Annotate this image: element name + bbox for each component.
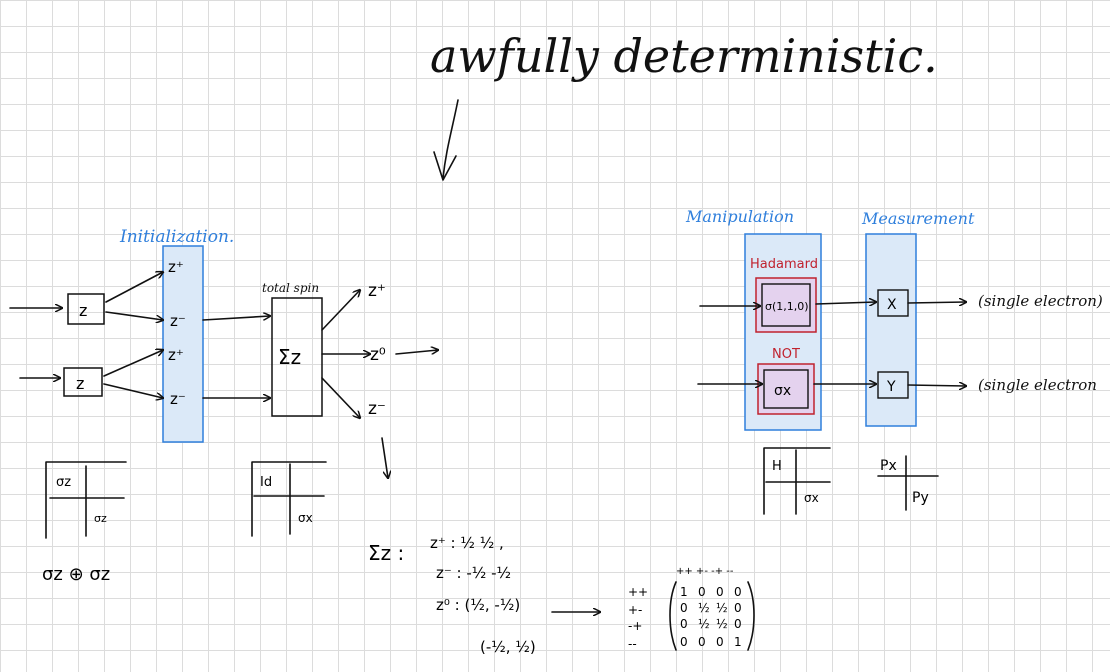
- title-down-arrow: [442, 99, 459, 179]
- output-z-minus: z⁻: [368, 399, 386, 419]
- m4-r1c2: 0: [698, 585, 706, 599]
- matrix4-row-label-2: +-: [628, 603, 642, 617]
- z-gate-2: [63, 367, 103, 397]
- to-sigma-arrow-1: [202, 316, 270, 321]
- matrix4-row-label-1: ++: [628, 585, 648, 599]
- matrix-mid-br: σx: [298, 511, 313, 525]
- matrix4-right-paren: [747, 581, 755, 651]
- z-gate-1-label: z: [79, 301, 87, 320]
- sigma-z-gate: [271, 297, 323, 417]
- not-outer: [757, 363, 815, 415]
- notes-line-3: z⁰ : (½, -½): [436, 596, 520, 614]
- m4-r3c1: 0: [680, 617, 688, 631]
- meas-out-arrow-2: [907, 385, 966, 386]
- matrix4-left-paren: [669, 581, 677, 651]
- notes-line-2: z⁻ : -½ -½: [436, 564, 511, 582]
- measure-x-label: X: [887, 297, 897, 313]
- matrix-meas-tl: Px: [880, 458, 897, 474]
- m4-r3c3: ½: [716, 617, 728, 631]
- measure-output-2: (single electron: [978, 376, 1097, 394]
- out-arrow-plus: [321, 290, 360, 331]
- matrix-manip-br: σx: [804, 491, 819, 505]
- m4-r3c4: 0: [734, 617, 742, 631]
- not-gate: [763, 369, 809, 409]
- matrix4-row-label-3: -+: [628, 619, 642, 633]
- initialization-label: Initialization.: [119, 227, 234, 247]
- matrix-manip-tl: H: [772, 459, 782, 474]
- matrix4-body: 1 0 0 0 0 ½ ½ 0 0 ½ ½ 0 0 0 0 1: [680, 585, 742, 649]
- matrix-h-sigma-x: H σx: [763, 447, 831, 515]
- m4-r4c2: 0: [698, 635, 706, 649]
- state-label-1: z⁺: [168, 258, 184, 276]
- matrix4-row-label-4: --: [628, 637, 637, 651]
- matrix-mid-tl: Id: [260, 475, 272, 490]
- m4-r2c4: 0: [734, 601, 742, 615]
- sigma-z-gate-label: Σz: [278, 345, 301, 369]
- hadamard-outer: [755, 277, 817, 333]
- hadamard-label: Hadamard: [750, 257, 818, 272]
- down-arrow-to-notes: [381, 437, 388, 478]
- hadamard-gate: [761, 283, 811, 327]
- measure-y-label: Y: [886, 379, 896, 395]
- notes-line-1: z⁺ : ½ ½ ,: [430, 534, 504, 552]
- state-label-4: z⁻: [170, 390, 186, 408]
- hadamard-gate-label: σ(1,1,0): [765, 300, 809, 313]
- title-arrow-head: [433, 151, 457, 181]
- measurement-label: Measurement: [861, 209, 975, 228]
- m4-r4c1: 0: [680, 635, 688, 649]
- m4-r1c4: 0: [734, 585, 742, 599]
- m4-r1c1: 1: [680, 585, 688, 599]
- notes-line-4: (-½, ½): [480, 638, 536, 656]
- fan-arrow-2: [105, 311, 163, 320]
- m4-r4c4: 1: [734, 635, 742, 649]
- sigma-sum-caption: σz ⊕ σz: [42, 564, 110, 585]
- state-label-2: z⁻: [170, 312, 186, 330]
- output-z-plus: z⁺: [368, 281, 386, 301]
- title-text: awfully deterministic.: [430, 29, 938, 83]
- zero-out-arrow: [395, 350, 438, 355]
- fan-arrow-3: [103, 350, 163, 377]
- m4-r4c3: 0: [716, 635, 724, 649]
- m4-r1c3: 0: [716, 585, 724, 599]
- z-gate-2-label: z: [76, 374, 84, 393]
- manip-to-meas-arrow-1: [815, 302, 876, 304]
- fan-arrow-4: [103, 383, 163, 398]
- measure-output-1: (single electron): [978, 292, 1103, 310]
- matrix-id-sigma-x: Id σx: [251, 461, 327, 537]
- out-arrow-minus: [321, 377, 360, 418]
- m4-r2c2: ½: [698, 601, 710, 615]
- output-z-zero: z⁰: [370, 345, 386, 365]
- matrix-sigma-z-sum: σz σz: [45, 461, 127, 539]
- total-spin-label: total spin: [262, 281, 319, 295]
- m4-r3c2: ½: [698, 617, 710, 631]
- not-label: NOT: [772, 347, 800, 362]
- not-gate-label: σx: [774, 383, 791, 399]
- meas-out-arrow-1: [907, 302, 966, 303]
- m4-r2c3: ½: [716, 601, 728, 615]
- fan-arrow-1: [105, 272, 163, 303]
- matrix-left-tl: σz: [56, 475, 71, 490]
- matrix4-col-header: ++ +- -+ --: [676, 566, 734, 577]
- manipulation-label: Manipulation: [685, 207, 794, 226]
- matrix-px-py: Px Py: [877, 455, 939, 511]
- state-label-3: z⁺: [168, 346, 184, 364]
- m4-r2c1: 0: [680, 601, 688, 615]
- matrix-meas-br: Py: [912, 490, 929, 506]
- matrix-left-br: σz: [94, 512, 107, 525]
- z-gate-1: [67, 293, 105, 325]
- initialization-box: [162, 245, 204, 443]
- notes-sigma-head: Σz :: [368, 541, 404, 565]
- measurement-box: [865, 233, 917, 427]
